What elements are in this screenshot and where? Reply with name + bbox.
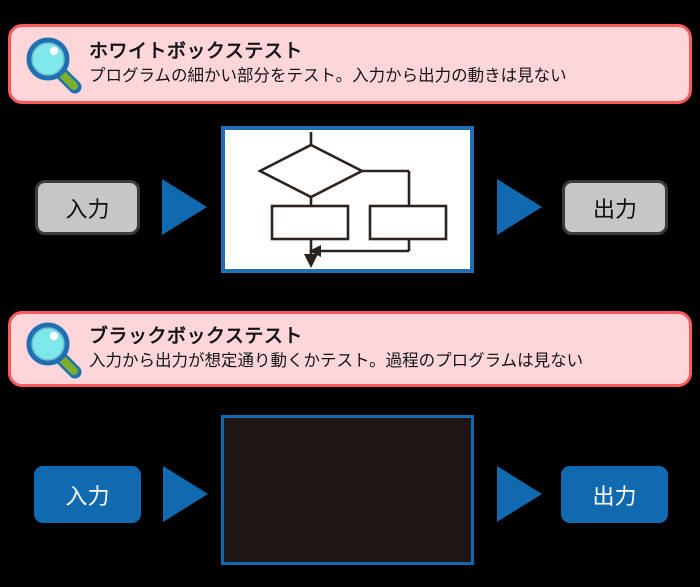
white-box-test-title: ホワイトボックステスト [89, 40, 303, 62]
black-box-opaque-panel [221, 415, 474, 565]
flowchart-graphic [257, 132, 448, 268]
black-box-arrow-out-icon [497, 466, 542, 522]
black-box-test-banner-text: ブラックボックステスト 入力から出力が想定通り動くかテスト。過程のプログラムは見… [89, 326, 583, 372]
white-box-test-banner-text: ホワイトボックステスト プログラムの細かい部分をテスト。入力から出力の動きは見な… [89, 41, 567, 87]
white-box-arrow-out-icon [497, 179, 542, 235]
white-box-arrow-in-icon [162, 179, 207, 235]
black-box-test-subtitle: 入力から出力が想定通り動くかテスト。過程のプログラムは見ない [89, 351, 584, 370]
white-box-test-subtitle: プログラムの細かい部分をテスト。入力から出力の動きは見ない [89, 66, 567, 85]
black-box-output-label: 出力 [561, 466, 668, 523]
white-box-input-label: 入力 [35, 180, 140, 235]
white-box-flowchart-panel [221, 126, 474, 273]
white-box-test-banner: ホワイトボックステスト プログラムの細かい部分をテスト。入力から出力の動きは見な… [8, 24, 692, 104]
magnifier-icon [23, 318, 85, 380]
white-box-output-label: 出力 [562, 180, 668, 235]
black-box-input-label: 入力 [34, 466, 141, 523]
magnifier-icon [23, 33, 85, 95]
black-box-test-title: ブラックボックステスト [89, 325, 303, 347]
black-box-test-banner: ブラックボックステスト 入力から出力が想定通り動くかテスト。過程のプログラムは見… [8, 311, 692, 387]
black-box-arrow-in-icon [163, 466, 208, 522]
